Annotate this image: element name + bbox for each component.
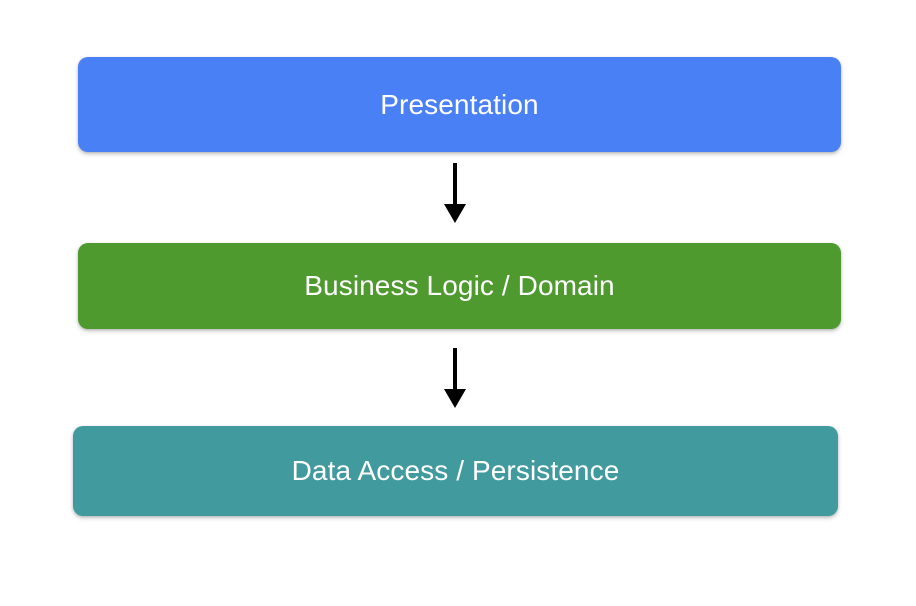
layer-box-data-access[interactable]: Data Access / Persistence <box>73 426 838 516</box>
layer-label-presentation: Presentation <box>380 88 539 120</box>
layer-label-business-logic: Business Logic / Domain <box>304 270 615 301</box>
arrow-business-to-data-icon <box>437 345 473 411</box>
arrow-presentation-to-business-icon <box>437 160 473 226</box>
layer-label-data-access: Data Access / Persistence <box>291 455 620 486</box>
layer-box-business-logic[interactable]: Business Logic / Domain <box>78 243 841 329</box>
layer-box-presentation[interactable]: Presentation <box>78 57 841 152</box>
